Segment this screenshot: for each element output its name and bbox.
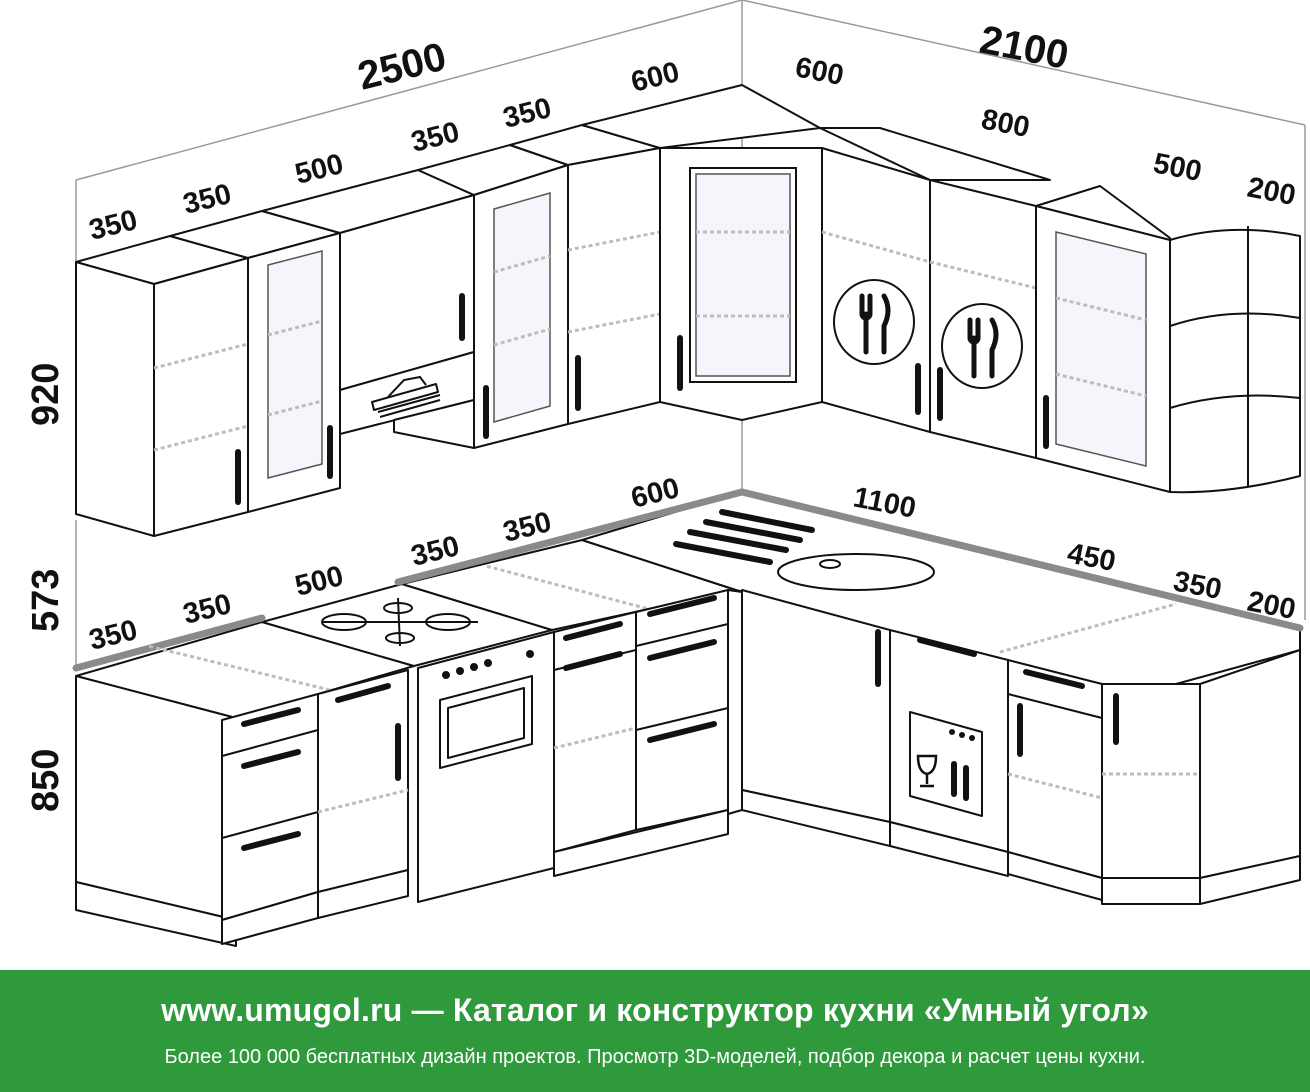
dishwasher-icon — [909, 711, 983, 817]
dim-upper-right-3: 500 — [1151, 147, 1205, 188]
dim-lower-left-3: 500 — [292, 560, 347, 603]
dim-height-upper: 920 — [25, 363, 67, 426]
footer-banner: www.umugol.ru — Каталог и конструктор ку… — [0, 970, 1310, 1092]
upper-cabinets-right — [819, 127, 1301, 494]
lower-cabinets-left — [75, 589, 743, 947]
lower-cabinets-right — [741, 589, 1301, 905]
upper-cabinets-left — [75, 124, 661, 537]
sink-icon — [673, 509, 935, 591]
dim-height-lower: 850 — [25, 749, 67, 812]
dim-upper-left-6: 600 — [628, 56, 683, 99]
oven-icon — [439, 650, 534, 769]
dim-upper-right-4: 200 — [1245, 171, 1299, 212]
banner-title[interactable]: www.umugol.ru — Каталог и конструктор ку… — [161, 992, 1149, 1028]
upper-corner-cabinet — [581, 84, 823, 421]
dim-upper-right-1: 600 — [793, 51, 847, 92]
dim-upper-left-1: 350 — [86, 204, 141, 247]
fork-knife-icon — [941, 303, 1023, 389]
fork-knife-icon — [833, 279, 915, 365]
dim-left-wall-total: 2500 — [354, 35, 451, 99]
hob-burners-icon — [321, 597, 478, 647]
kitchen-diagram: 2500 2100 350 350 500 350 350 600 600 80… — [25, 0, 1306, 947]
dim-upper-left-3: 500 — [292, 148, 347, 191]
dim-right-wall-total: 2100 — [976, 18, 1072, 78]
dim-upper-left-5: 350 — [500, 92, 555, 135]
dim-height-gap: 573 — [25, 569, 67, 632]
range-hood-icon — [371, 375, 441, 418]
banner-subtitle: Более 100 000 бесплатных дизайн проектов… — [164, 1046, 1146, 1068]
dim-upper-left-2: 350 — [180, 178, 235, 221]
dim-upper-left-4: 350 — [408, 116, 463, 159]
dim-upper-right-2: 800 — [979, 103, 1033, 144]
